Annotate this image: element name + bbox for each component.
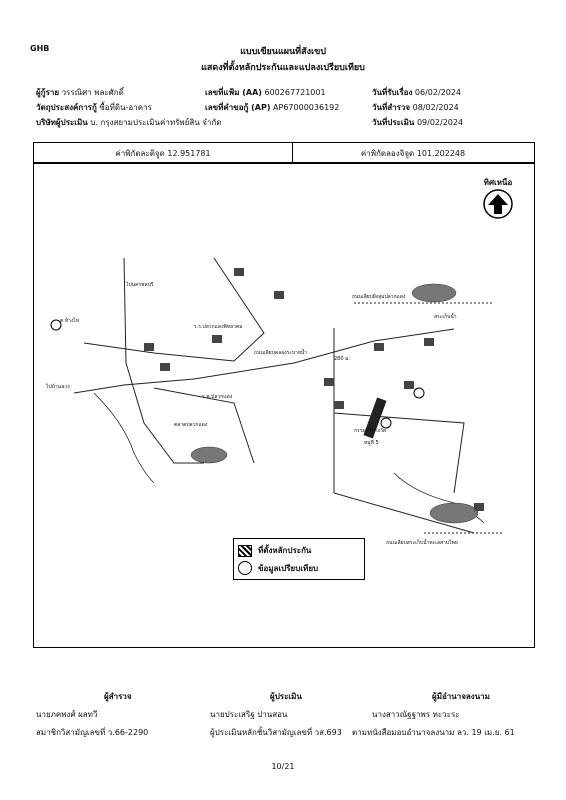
appraisal-date-row: วันที่ประเมิน 09/02/2024 (372, 116, 463, 129)
legend-collateral: ที่ตั้งหลักประกัน (238, 544, 311, 557)
document-title: แบบเขียนแผนที่สังเขป (240, 47, 326, 57)
file-no-label: เลขที่แฟ้ม (AA) (205, 88, 262, 97)
lake-south-west (190, 446, 228, 464)
label-hospital: ร.ร.ปลวกแดงพิทยาคม (194, 324, 243, 330)
purpose-value: ซื้อที่ดิน-อาคาร (99, 103, 152, 112)
purpose-label: วัตถุประสงค์การกู้ (36, 103, 97, 112)
label-wat-fai: ต.ห้างไห (60, 318, 80, 324)
road-main-vertical (123, 257, 204, 464)
comparable-marker-2 (413, 387, 425, 399)
appraiser-company-label: บริษัทผู้ประเมิน (36, 118, 88, 127)
latitude: ค่าพิกัดละติจูด 12.951781 (115, 149, 211, 158)
building-icon (160, 363, 170, 371)
road-inner (333, 412, 465, 494)
building-icon (424, 338, 434, 346)
survey-date-label: วันที่สำรวจ (372, 103, 411, 112)
coordinates-divider (292, 143, 293, 163)
legend-collateral-label: ที่ตั้งหลักประกัน (258, 546, 312, 555)
road-left-horizontal (83, 342, 235, 362)
collateral-parcel (363, 397, 387, 439)
label-distance: 280 ม. (334, 356, 351, 362)
label-market: ตลาดปลวกแดง (174, 422, 208, 428)
surveyor-license: สมาชิกวิสามัญเลขที่ ว.66-2290 (36, 728, 149, 737)
building-icon (374, 343, 384, 351)
survey-date-row: วันที่สำรวจ 08/02/2024 (372, 101, 459, 114)
file-no-row: เลขที่แฟ้ม (AA) 600267721001 (205, 86, 326, 99)
building-icon (474, 503, 484, 511)
borrower-label: ผู้กู้ราย (36, 88, 60, 97)
building-icon (404, 381, 414, 389)
request-no-label: เลขที่คำขอกู้ (AP) (205, 103, 271, 112)
received-date-label: วันที่รับเรื่อง (372, 88, 413, 97)
label-road-north: ถนนเลียบฝั่งลุ่มปลวกแดง (352, 294, 406, 300)
building-icon (334, 401, 344, 409)
borrower-row: ผู้กู้ราย วรรณิศา พละศักดิ์ (36, 86, 124, 99)
authority-reference: ตามหนังสือมอบอำนาจลงนาม ลว. 19 เม.ย. 61 (352, 728, 515, 737)
collateral-swatch-icon (238, 544, 252, 557)
north-label: ทิศเหนือ (483, 178, 513, 187)
label-to-ban-chang: ไปบ้านฉาง (46, 384, 70, 390)
longitude: ค่าพิกัดลองจิจูด 101.202248 (360, 149, 466, 158)
appraiser-company-value: บ. กรุงสยามประเมินค่าทรัพย์สิน จำกัด (90, 118, 222, 127)
north-indicator: ทิศเหนือ (478, 176, 518, 221)
request-no-value: AP67000036192 (273, 103, 340, 112)
map-legend: ที่ตั้งหลักประกัน ข้อมูลเปรียบเทียบ (233, 538, 365, 580)
authority-name: นางสาวณัฐฐาพร ทะวะระ (372, 710, 460, 719)
comparable-marker-1 (380, 417, 392, 429)
coordinates-box: ค่าพิกัดละติจูด 12.951781 ค่าพิกัดลองจิจ… (33, 142, 535, 164)
bank-logo: GHB (30, 44, 50, 53)
label-school: ร.พ.ปลวกแดง (202, 394, 233, 400)
legend-comparable-label: ข้อมูลเปรียบเทียบ (258, 563, 319, 573)
purpose-row: วัตถุประสงค์การกู้ ซื้อที่ดิน-อาคาร (36, 101, 152, 114)
road-north (213, 257, 265, 362)
building-icon (212, 335, 222, 343)
appraisal-date-value: 09/02/2024 (416, 118, 464, 127)
location-map: ไปนครชลบุรี ไปบ้านฉาง ต.ห้างไห ร.ร.ปลวกแ… (33, 162, 535, 648)
borrower-value: วรรณิศา พละศักดิ์ (61, 88, 124, 97)
file-no-value: 600267721001 (264, 88, 326, 97)
lake-north-east (411, 283, 457, 303)
appraiser-name: นายประเสริฐ ปานสอน (210, 710, 288, 719)
legend-comparable: ข้อมูลเปรียบเทียบ (238, 561, 318, 575)
received-date-value: 06/02/2024 (414, 88, 462, 97)
surveyor-title: ผู้สำรวจ (104, 692, 132, 701)
comparable-marker-3 (50, 319, 62, 331)
page-number: 10/21 (271, 762, 295, 771)
building-icon (144, 343, 154, 351)
document-subtitle: แสดงที่ตั้งหลักประกันและแปลงเปรียบเทียบ (201, 63, 365, 73)
building-icon (274, 291, 284, 299)
comparable-circle-icon (238, 561, 252, 575)
survey-date-value: 08/02/2024 (412, 103, 459, 112)
building-icon (324, 378, 334, 386)
label-near-sign: หมู่ที่ 5 (364, 440, 379, 446)
authority-title: ผู้มีอำนาจลงนาม (432, 692, 490, 701)
lake-south-east (429, 502, 479, 524)
road-local (153, 387, 255, 464)
river (93, 392, 155, 484)
building-icon (234, 268, 244, 276)
received-date-row: วันที่รับเรื่อง 06/02/2024 (372, 86, 461, 99)
road-east (73, 328, 455, 394)
north-arrow-icon (483, 189, 513, 219)
request-no-row: เลขที่คำขอกู้ (AP) AP67000036192 (205, 101, 339, 114)
label-road-name: ถนนเลียบคลองระบายน้ำ (254, 350, 308, 356)
label-survey-point: กรรมวิธีทางวัด (354, 428, 387, 434)
appraisal-date-label: วันที่ประเมิน (372, 118, 415, 127)
appraiser-company-row: บริษัทผู้ประเมิน บ. กรุงสยามประเมินค่าทร… (36, 116, 222, 129)
appraiser-license: ผู้ประเมินหลักชั้นวิสามัญเลขที่ วส.693 (210, 728, 342, 737)
map-drawing (50, 257, 504, 534)
label-near-lake: สระเก็บน้ำ (434, 314, 457, 320)
label-to-chonburi: ไปนครชลบุรี (126, 282, 154, 288)
surveyor-name: นายภคพงศ์ ผลทวี (36, 710, 98, 719)
appraiser-title: ผู้ประเมิน (270, 692, 302, 701)
label-far-lake: ถนนเลียบสระเก็บน้ำทะเลสาบไทย (386, 540, 458, 546)
